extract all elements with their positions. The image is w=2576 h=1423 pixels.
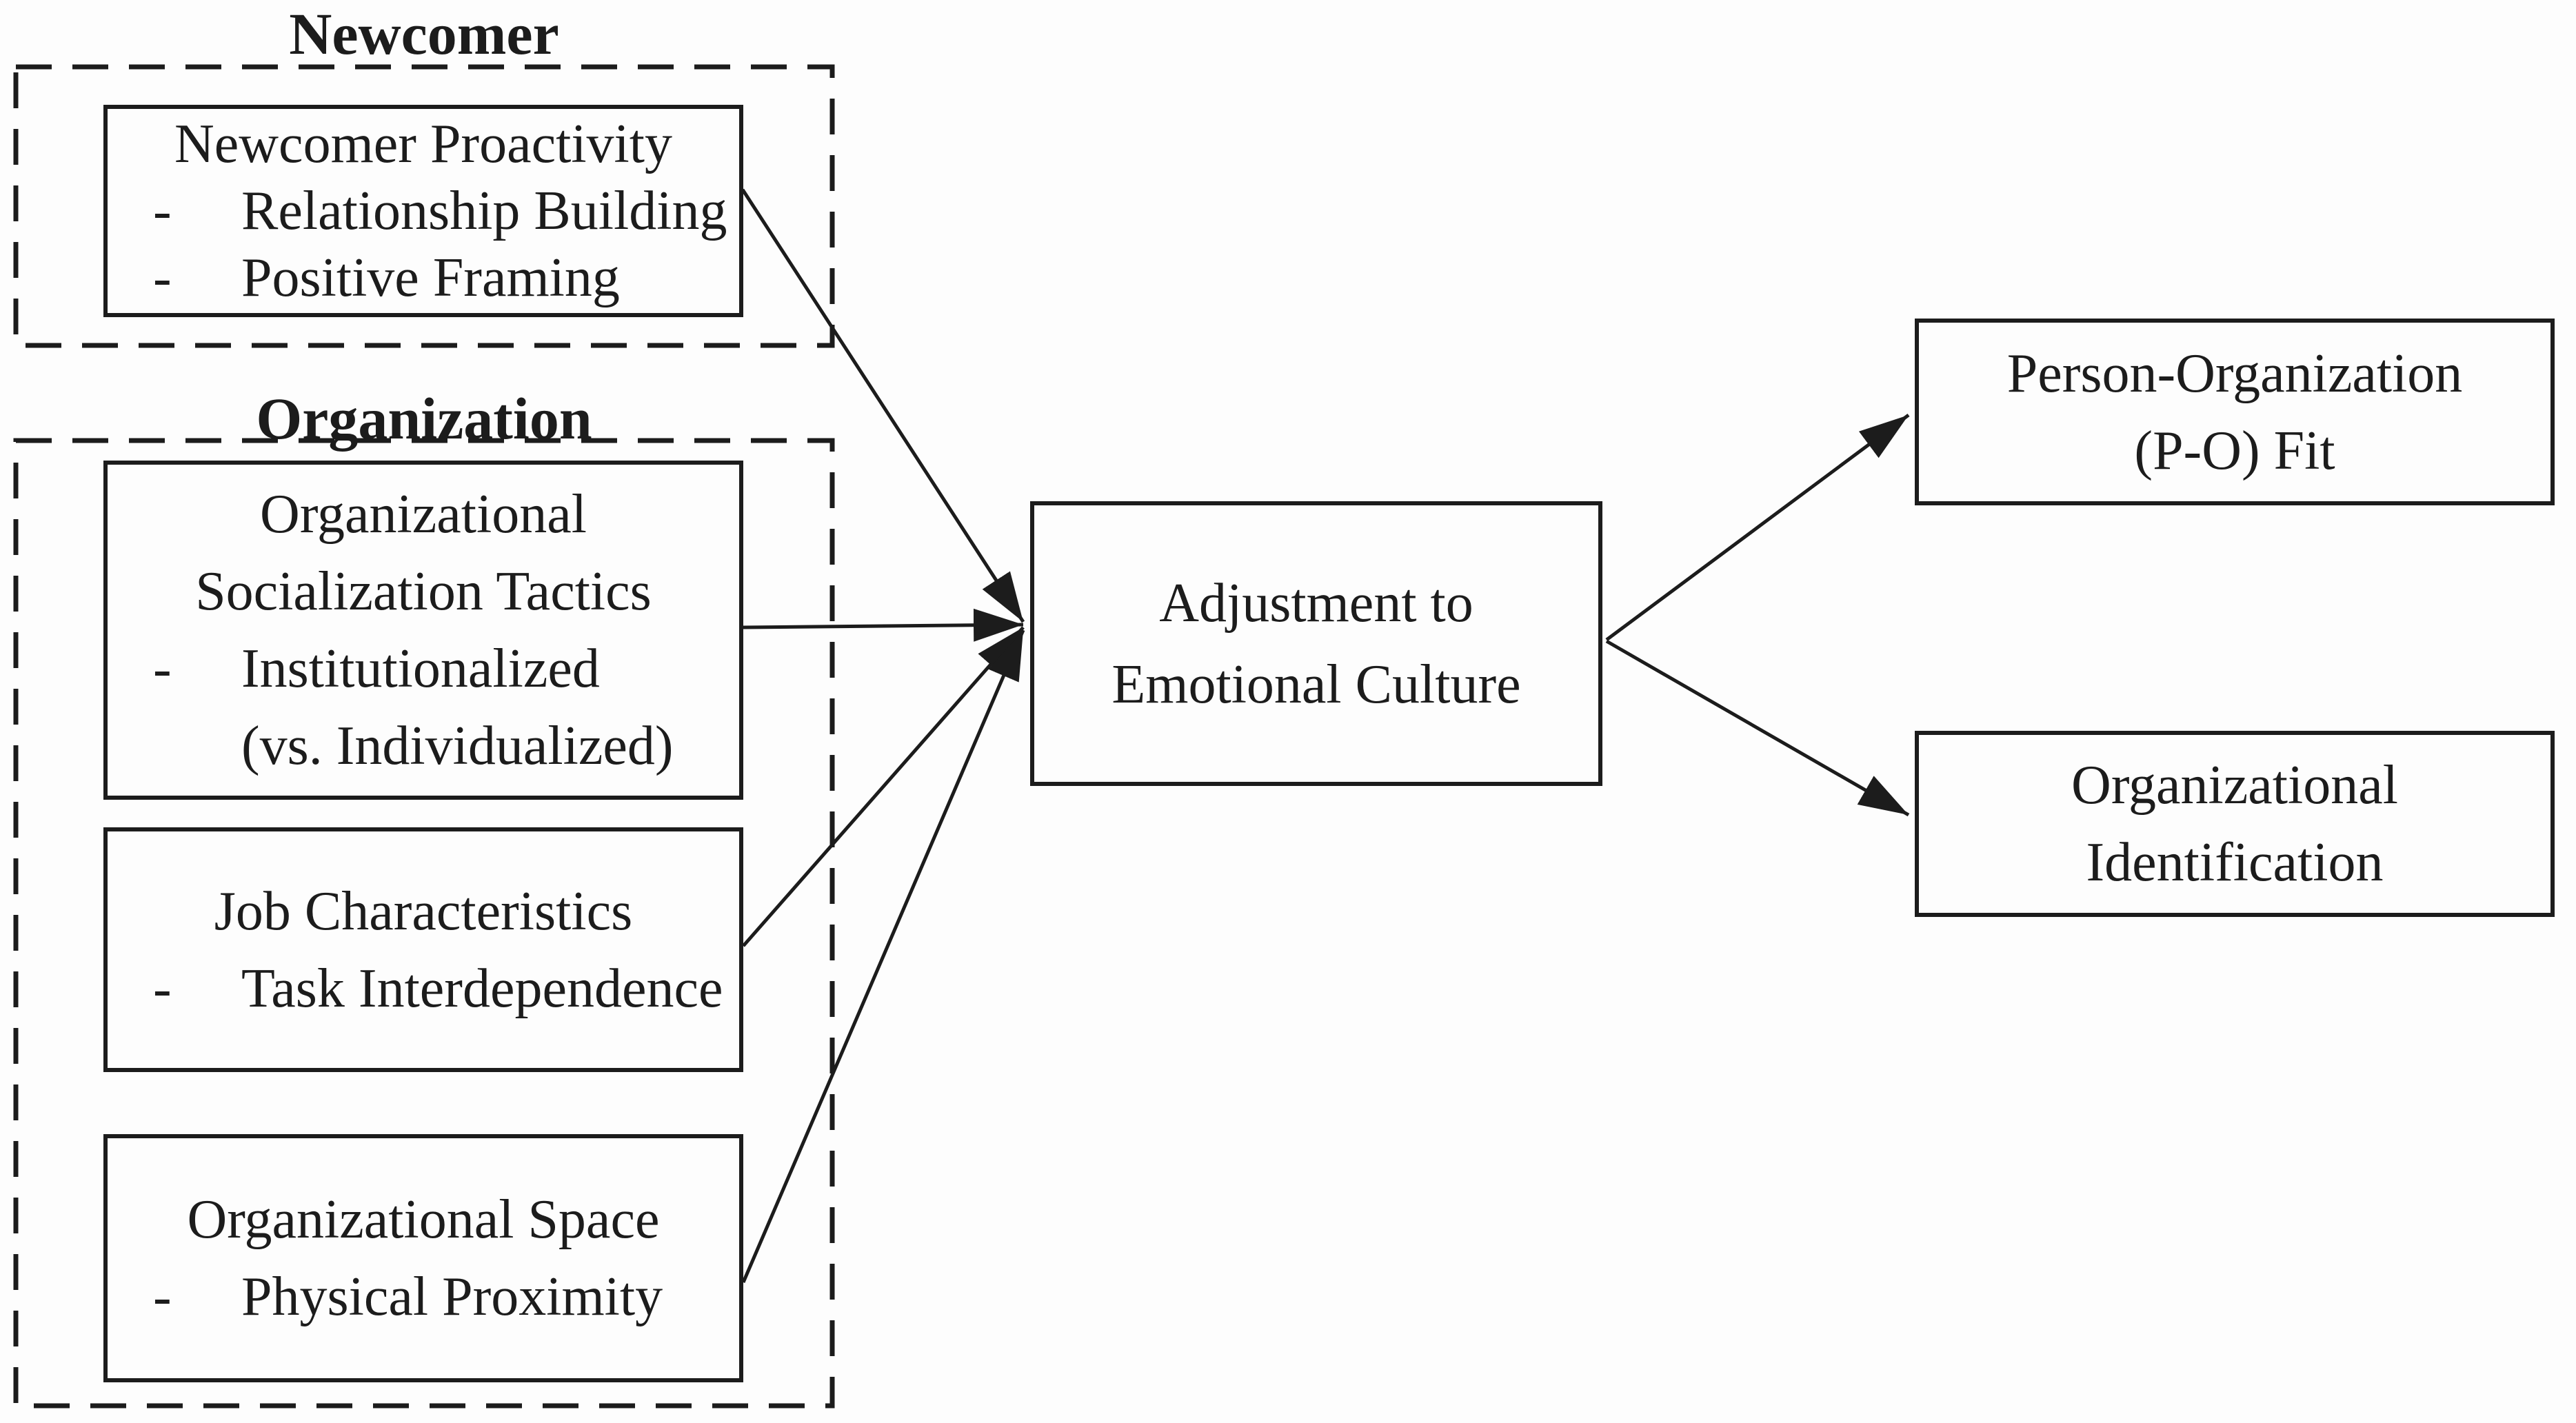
node-job-characteristics: Job Characteristics - Task Interdependen… [103,827,743,1072]
node-title-line2: Identification [2086,832,2384,893]
bullet-label: Positive Framing [241,247,620,308]
bullet-dash: - [153,1266,172,1327]
node-adjustment-to-emotional-culture: Adjustment to Emotional Culture [1030,501,1602,786]
organization-group-dashed-border [13,438,835,1409]
group-title-organization: Organization [256,385,592,452]
newcomer-group-dashed-border [13,64,835,348]
node-newcomer-proactivity: Newcomer Proactivity - Relationship Buil… [103,105,743,317]
arrow-newcomer-proactivity-to-adjustment [741,188,1025,623]
node-socialization-tactics: Organizational Socialization Tactics - I… [103,461,743,800]
bullet-dash: - [153,958,172,1019]
node-person-organization-fit: Person-Organization (P-O) Fit [1915,319,2555,505]
bullet-dash: - [153,638,172,699]
node-title: Job Characteristics [214,880,633,942]
node-title-line2: (P-O) Fit [2134,420,2335,481]
bullet-item: - Positive Framing [108,245,739,312]
node-organizational-identification: Organizational Identification [1915,731,2555,917]
bullet-label: Institutionalized [241,638,600,699]
node-title-line1: Adjustment to [1159,572,1473,634]
bullet-item: - Physical Proximity [108,1258,739,1335]
node-title-line2: Emotional Culture [1111,654,1521,715]
arrow-socialization-tactics-to-adjustment [743,608,1024,642]
bullet-item: - Task Interdependence [108,950,739,1027]
bullet-label: Task Interdependence [241,958,723,1019]
arrow-job-characteristics-to-adjustment [742,626,1025,947]
bullet-item: - Institutionalized [108,630,739,707]
bullet-dash: - [153,180,172,241]
bullet-label: Relationship Building [241,180,727,241]
node-title-line2: Socialization Tactics [195,561,652,622]
arrow-adjustment-to-org-identification [1605,639,1910,817]
bullet-note: (vs. Individualized) [241,716,674,776]
arrow-organizational-space-to-adjustment [741,629,1025,1283]
bullet-dash: - [153,247,172,308]
node-title-line1: Person-Organization [2006,343,2463,404]
bullet-item: - Relationship Building [108,178,739,245]
arrow-adjustment-to-po-fit [1605,413,1910,642]
group-title-newcomer: Newcomer [289,1,559,67]
bullet-label: Physical Proximity [241,1266,663,1327]
node-title-line1: Organizational [260,484,587,545]
node-title: Newcomer Proactivity [174,113,672,174]
node-title-line1: Organizational [2071,755,2398,816]
node-organizational-space: Organizational Space - Physical Proximit… [103,1134,743,1382]
node-title: Organizational Space [187,1189,660,1250]
